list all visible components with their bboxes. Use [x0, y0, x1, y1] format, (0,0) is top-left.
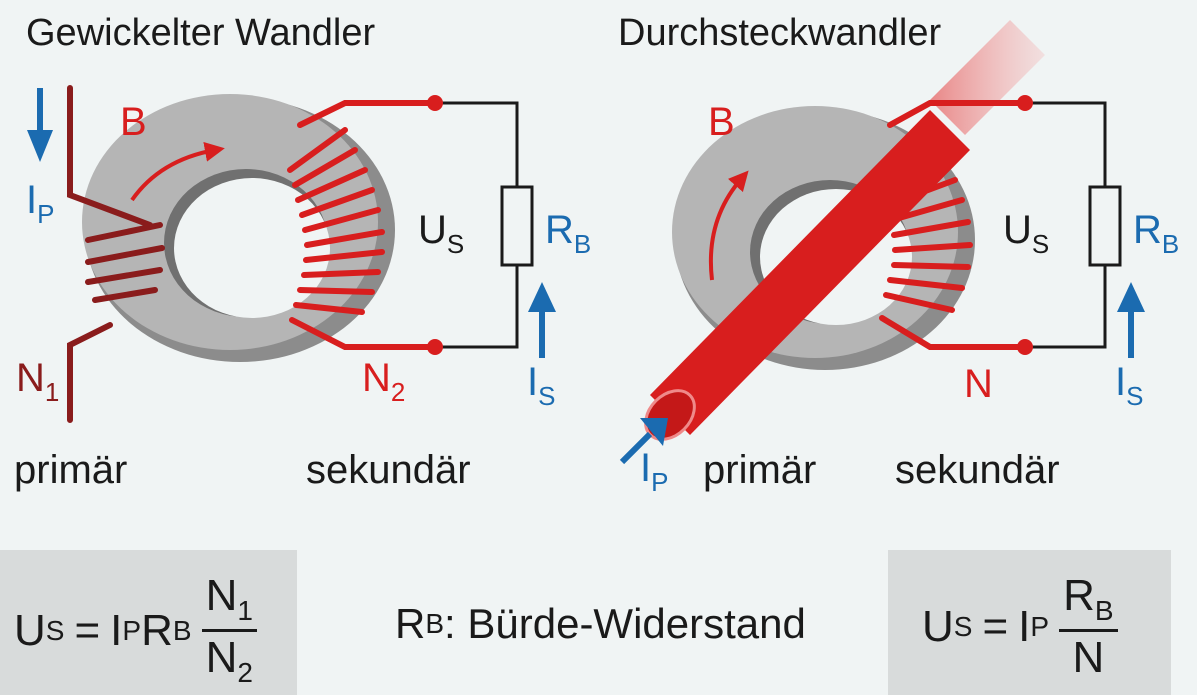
left-voltage-label: US: [418, 208, 465, 259]
right-secondary-current-arrow: [1117, 282, 1145, 358]
left-secondary-circuit: [435, 101, 534, 349]
left-secondary-current-arrow: [528, 282, 556, 358]
right-terminal-top: [1017, 95, 1033, 111]
right-rod-back: [930, 20, 1045, 135]
right-title: Durchsteckwandler: [618, 12, 942, 54]
right-terminal-bottom: [1017, 339, 1033, 355]
right-secondary-circuit: [1025, 101, 1122, 349]
left-formula-fraction: N1 N2: [201, 574, 257, 687]
right-flux-label: B: [708, 100, 735, 144]
left-secondary-current-label: IS: [527, 360, 556, 411]
left-primary-current-arrow: [27, 88, 53, 162]
left-secondary-label: sekundär: [306, 448, 471, 492]
right-formula-box: [888, 550, 1171, 695]
left-formula-box: [0, 550, 297, 695]
left-terminal-bottom: [427, 339, 443, 355]
right-voltage-label: US: [1003, 208, 1050, 259]
right-secondary-current-label: IS: [1115, 360, 1144, 411]
right-primary-label: primär: [703, 448, 817, 492]
left-terminal-top: [427, 95, 443, 111]
right-primary-current-arrow: [619, 418, 668, 465]
right-secondary-label: sekundär: [895, 448, 1060, 492]
left-burden-label: RB: [545, 208, 592, 259]
left-primary-turns-label: N1: [16, 356, 60, 407]
right-burden-label: RB: [1133, 208, 1180, 259]
left-title: Gewickelter Wandler: [26, 12, 376, 54]
right-flux-arrow: [708, 170, 749, 281]
right-formula-fraction: RB N: [1059, 574, 1118, 680]
left-flux-label: B: [120, 100, 147, 144]
left-primary-current-label: IP: [26, 178, 55, 229]
right-primary-current-label: IP: [640, 446, 669, 497]
left-primary-label: primär: [14, 448, 128, 492]
left-flux-arrow: [130, 141, 225, 202]
left-secondary-winding: [287, 100, 438, 350]
left-secondary-turns-label: N2: [362, 356, 406, 407]
right-secondary-turns-label: N: [964, 362, 993, 406]
left-primary-winding: [67, 85, 165, 423]
